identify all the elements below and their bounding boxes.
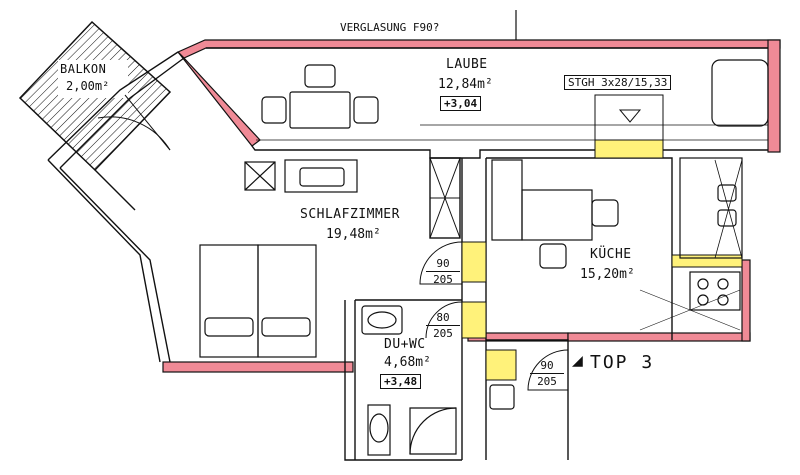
room-area-kueche: 15,20m² [580,267,635,282]
stair [594,94,664,141]
wardrobe [429,157,461,239]
room-area-laube: 12,84m² [438,77,493,92]
door-height-1: 205 [433,273,453,286]
room-area-balkon: 2,00m² [66,79,110,93]
diagonal-walls [47,51,185,363]
door-height-2: 205 [433,327,453,340]
door-width-1: 90 [426,258,460,272]
room-name-balkon: BALKON [60,62,107,76]
bedroom-furniture [199,159,358,358]
room-name-kueche: KÜCHE [590,247,632,262]
room-area-du-wc: 4,68m² [384,355,431,370]
unit-label: TOP 3 [590,352,655,373]
level-badge-laube: +3,04 [440,96,482,111]
door-label-3: 90 205 [530,360,564,387]
interior-walls [344,157,673,461]
room-area-schlafzimmer: 19,48m² [326,227,381,242]
door-height-3: 205 [537,375,557,388]
balcony-door [97,94,171,151]
door-width-2: 80 [426,312,460,326]
level-badge-du-wc: +3,48 [380,374,422,389]
bathroom-fixtures [361,305,515,456]
room-name-schlafzimmer: SCHLAFZIMMER [300,207,400,222]
stair-label: STGH 3x28/15,33 [564,75,672,90]
unit-entrance-icon: ◢ [572,350,583,371]
exterior-walls [162,39,781,373]
room-name-laube: LAUBE [446,57,488,72]
kitchen-furniture [491,157,743,331]
glazing-note: VERGLASUNG F90? [340,21,440,34]
door-swings [419,241,569,391]
door-width-3: 90 [530,360,564,374]
room-name-du-wc: DU+WC [384,337,426,352]
door-label-1: 90 205 [426,258,460,285]
balcony [18,20,172,172]
laube-furniture [261,59,769,129]
door-label-2: 80 205 [426,312,460,339]
